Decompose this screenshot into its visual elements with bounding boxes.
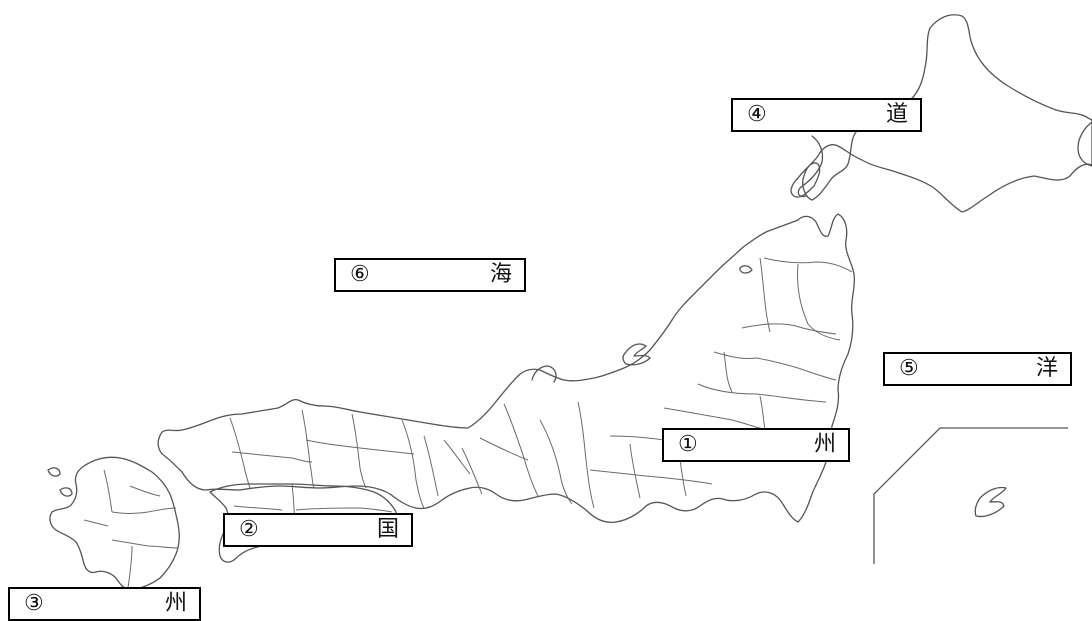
label-honshu-number: ① <box>678 432 698 457</box>
label-sea[interactable]: ⑥ 海 <box>334 258 526 292</box>
kyushu-outline <box>49 456 180 591</box>
label-sea-number: ⑥ <box>350 262 370 287</box>
noto-peninsula <box>531 365 557 383</box>
label-sea-suffix: 海 <box>489 262 512 287</box>
hokkaido-east-cape <box>1077 121 1092 167</box>
label-ocean-suffix: 洋 <box>1035 356 1058 381</box>
kyushu-west-islands <box>47 467 73 497</box>
label-shikoku-suffix: 国 <box>376 517 399 542</box>
oshima-peninsula <box>797 135 824 198</box>
honshu-prefecture-borders <box>229 257 853 509</box>
label-honshu[interactable]: ① 州 <box>662 428 850 462</box>
label-ocean-number: ⑤ <box>899 356 919 381</box>
label-shikoku[interactable]: ② 国 <box>223 513 413 547</box>
label-hokkaido-number: ④ <box>747 102 767 127</box>
label-kyushu[interactable]: ③ 州 <box>8 587 201 621</box>
label-shikoku-number: ② <box>239 517 259 542</box>
label-hokkaido-suffix: 道 <box>885 102 908 127</box>
kyushu-prefecture-borders <box>83 469 179 589</box>
label-honshu-suffix: 州 <box>813 432 836 457</box>
hokkaido-outline <box>790 14 1092 213</box>
sado-island <box>622 343 651 366</box>
label-ocean[interactable]: ⑤ 洋 <box>883 352 1072 386</box>
label-kyushu-suffix: 州 <box>164 591 187 616</box>
inset-frame <box>873 427 1068 564</box>
inset-islands <box>974 486 1007 518</box>
label-kyushu-number: ③ <box>24 591 44 616</box>
label-hokkaido[interactable]: ④ 道 <box>731 98 922 132</box>
oki-islands <box>739 265 753 274</box>
